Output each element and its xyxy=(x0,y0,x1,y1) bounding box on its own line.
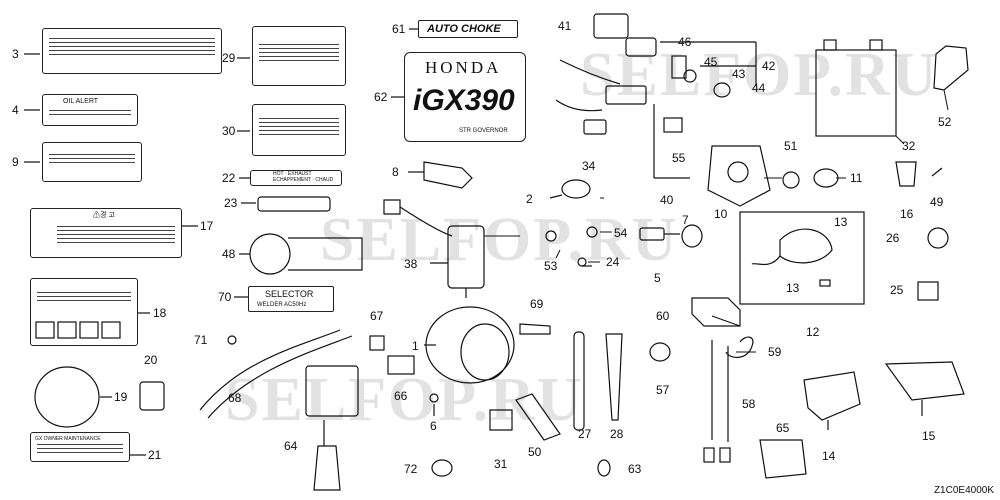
callout-34: 34 xyxy=(582,159,596,173)
hot-exhaust-text: HOT · EXHAUST xyxy=(273,171,312,177)
callout-6: 6 xyxy=(430,419,437,433)
callout-52: 52 xyxy=(938,115,952,129)
callout-54: 54 xyxy=(614,226,628,240)
callout-12: 12 xyxy=(806,325,820,339)
decal-3 xyxy=(42,28,222,74)
callout-50: 50 xyxy=(528,445,542,459)
watermark: SELFOP.RU xyxy=(320,206,679,274)
callout-70: 70 xyxy=(218,290,232,304)
callout-38: 38 xyxy=(404,257,418,271)
callout-43: 43 xyxy=(732,67,746,81)
callout-45: 45 xyxy=(704,55,718,69)
callout-68: 68 xyxy=(228,391,242,405)
callout-26: 26 xyxy=(886,231,900,245)
callout-8: 8 xyxy=(392,165,399,179)
callout-67: 67 xyxy=(370,309,384,323)
callout-24: 24 xyxy=(606,255,620,269)
callout-25: 25 xyxy=(890,283,904,297)
callout-19: 19 xyxy=(114,390,128,404)
callout-11: 11 xyxy=(850,171,863,185)
callout-59: 59 xyxy=(768,345,782,359)
callout-10: 10 xyxy=(714,207,728,221)
callout-57: 57 xyxy=(656,383,670,397)
oil-alert-text: OIL ALERT xyxy=(63,98,99,105)
callout-5: 5 xyxy=(654,271,661,285)
callout-69: 69 xyxy=(530,297,544,311)
honda-brand-text: HONDA xyxy=(425,58,502,77)
governor-text: STR GOVERNOR xyxy=(459,128,508,134)
callout-66: 66 xyxy=(394,389,408,403)
callout-42: 42 xyxy=(762,59,776,73)
honda-igx-decal: HONDA iGX390 STR GOVERNOR xyxy=(404,52,526,142)
callout-64: 64 xyxy=(284,439,298,453)
callout-21: 21 xyxy=(148,448,162,462)
oil-alert-decal: OIL ALERT xyxy=(42,94,138,126)
diagram-code: Z1C0E4000K xyxy=(933,485,994,496)
callout-27: 27 xyxy=(578,427,592,441)
selector-title: SELECTOR xyxy=(265,289,314,299)
hot-exhaust-decal: HOT · EXHAUST ECHAPPEMENT · CHAUD xyxy=(250,170,342,186)
callout-53: 53 xyxy=(544,259,558,273)
callout-60: 60 xyxy=(656,309,670,323)
watermark: SELFOP.RU xyxy=(580,41,939,109)
callout-62: 62 xyxy=(374,90,388,104)
callout-7: 7 xyxy=(682,213,689,227)
callout-72: 72 xyxy=(404,462,418,476)
callout-1: 1 xyxy=(412,339,419,353)
callout-61: 61 xyxy=(392,22,406,36)
callout-3: 3 xyxy=(12,47,19,61)
callout-14: 14 xyxy=(822,449,836,463)
auto-choke-text: AUTO CHOKE xyxy=(427,23,501,35)
callout-23: 23 xyxy=(224,196,238,210)
callout-17: 17 xyxy=(200,219,214,233)
selector-options: WELDER AC50Hz xyxy=(257,302,307,308)
selector-decal: SELECTOR WELDER AC50Hz xyxy=(248,286,334,312)
callout-65: 65 xyxy=(776,421,790,435)
callout-13-bottom: 13 xyxy=(786,281,800,295)
maintenance-text: GX OWNER MAINTENANCE xyxy=(35,436,101,442)
callout-29: 29 xyxy=(222,51,236,65)
callout-4: 4 xyxy=(12,103,19,117)
callout-31: 31 xyxy=(494,457,508,471)
callout-41: 41 xyxy=(558,19,572,33)
callout-16: 16 xyxy=(900,207,914,221)
callout-48: 48 xyxy=(222,247,236,261)
callout-2: 2 xyxy=(526,192,533,206)
maintenance-decal: GX OWNER MAINTENANCE xyxy=(30,432,130,462)
auto-choke-decal: AUTO CHOKE xyxy=(418,20,518,38)
callout-58: 58 xyxy=(742,397,756,411)
decal-9 xyxy=(42,142,142,182)
callout-18: 18 xyxy=(153,306,167,320)
watermark: SELFOP.RU xyxy=(225,366,584,434)
decal-29 xyxy=(252,26,346,86)
callout-63: 63 xyxy=(628,462,642,476)
hot-exhaust-fr-text: ECHAPPEMENT · CHAUD xyxy=(273,177,334,183)
callout-30: 30 xyxy=(222,124,236,138)
callout-22: 22 xyxy=(222,171,236,185)
warning-kr-text: ⚠경 고 xyxy=(93,212,115,219)
callout-20: 20 xyxy=(144,353,158,367)
callout-44: 44 xyxy=(752,81,766,95)
callout-40: 40 xyxy=(660,193,674,207)
callout-13-top: 13 xyxy=(834,215,848,229)
callout-15: 15 xyxy=(922,429,936,443)
callout-9: 9 xyxy=(12,155,19,169)
decal-30 xyxy=(252,104,346,156)
callout-46: 46 xyxy=(678,35,692,49)
callout-28: 28 xyxy=(610,427,624,441)
igx-model-text: iGX390 xyxy=(413,84,515,117)
warning-decal-kr: ⚠경 고 xyxy=(30,208,182,258)
callout-71: 71 xyxy=(194,333,208,347)
callout-32: 32 xyxy=(902,139,916,153)
callout-51: 51 xyxy=(784,139,798,153)
callout-55: 55 xyxy=(672,151,686,165)
callout-49: 49 xyxy=(930,195,944,209)
